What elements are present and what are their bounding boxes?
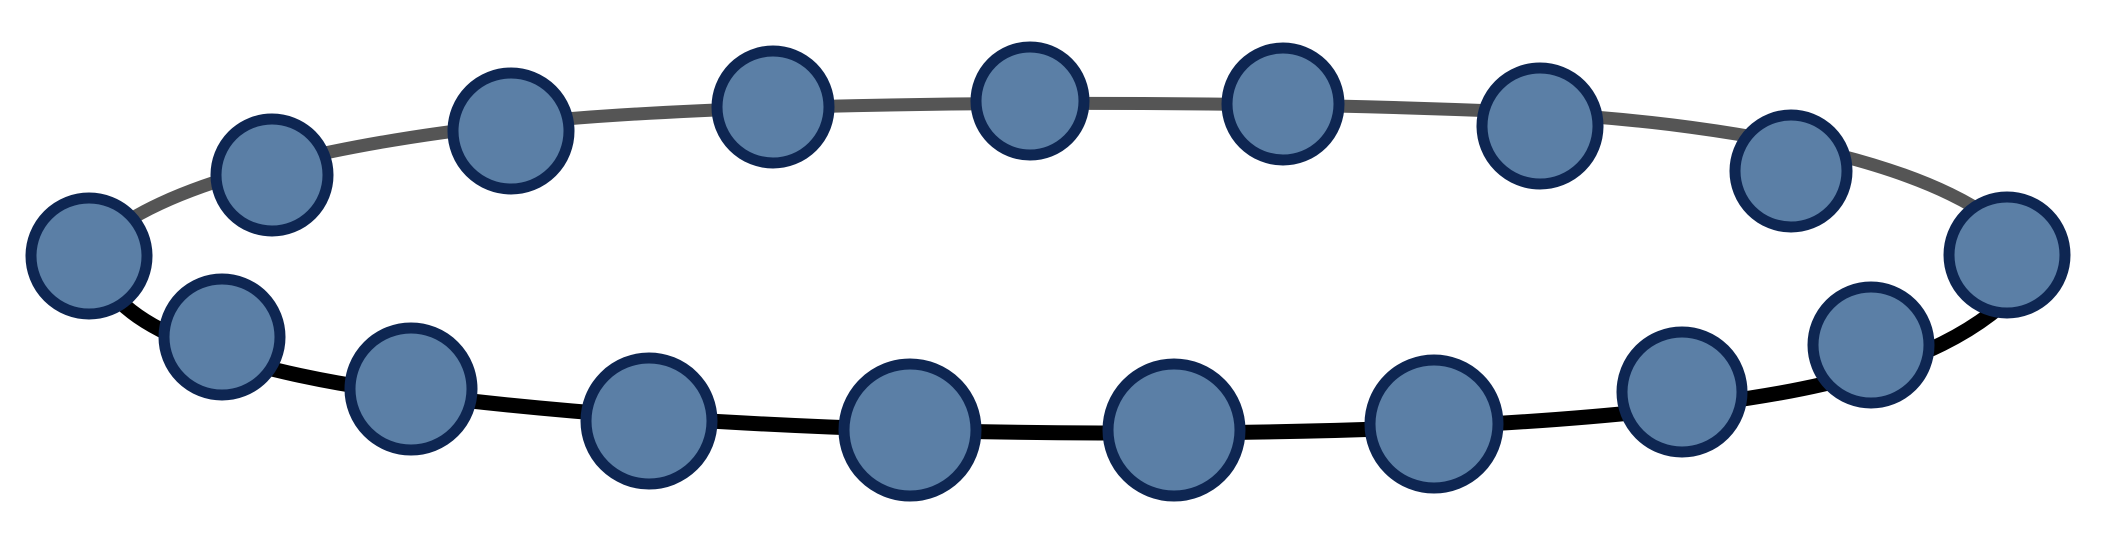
back-ring-node-1	[25, 192, 153, 320]
front-ring-node-1	[158, 273, 286, 401]
back-ring-node-9	[1943, 191, 2071, 319]
back-ring-node-8	[1729, 109, 1853, 233]
back-ring-nodes	[25, 41, 2071, 320]
front-ring-node-3	[580, 352, 718, 490]
front-ring-nodes	[158, 273, 1935, 502]
back-ring-node-5	[970, 41, 1090, 161]
back-ring-node-3	[447, 67, 575, 195]
front-ring-node-6	[1364, 354, 1504, 494]
back-ring-node-6	[1221, 42, 1345, 166]
front-ring-node-2	[344, 322, 478, 456]
back-ring-node-2	[210, 113, 334, 237]
front-ring-node-8	[1807, 281, 1935, 409]
back-ring-node-7	[1476, 62, 1604, 190]
front-ring-node-7	[1616, 326, 1748, 458]
front-ring-node-4	[838, 358, 982, 502]
front-ring-node-5	[1102, 358, 1246, 502]
back-ring-node-4	[711, 45, 835, 169]
front-ring-arc	[94, 266, 2034, 441]
